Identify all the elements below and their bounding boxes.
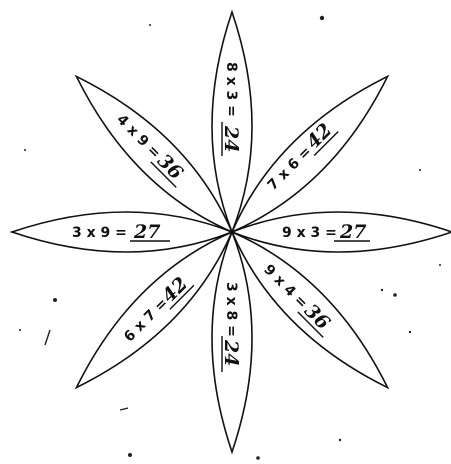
petal-left-text: 3 x 9 = 27 [72, 221, 170, 243]
answer-label: 24 [220, 339, 242, 366]
answer-label: 27 [339, 221, 366, 243]
equation-label: 9 x 3 = [282, 225, 337, 241]
petal-top [212, 12, 252, 232]
equation-label: 3 x 8 = [223, 282, 239, 337]
petal-bottom-text: 3 x 8 = 24 [220, 282, 242, 372]
equation-label: 3 x 9 = [72, 225, 127, 241]
petal-right-text: 9 x 3 = 27 [282, 221, 370, 243]
equation-label: 8 x 3 = [223, 62, 239, 117]
answer-label: 24 [220, 125, 242, 152]
answer-label: 27 [133, 221, 160, 243]
petal-top-text: 8 x 3 = 24 [220, 62, 242, 156]
